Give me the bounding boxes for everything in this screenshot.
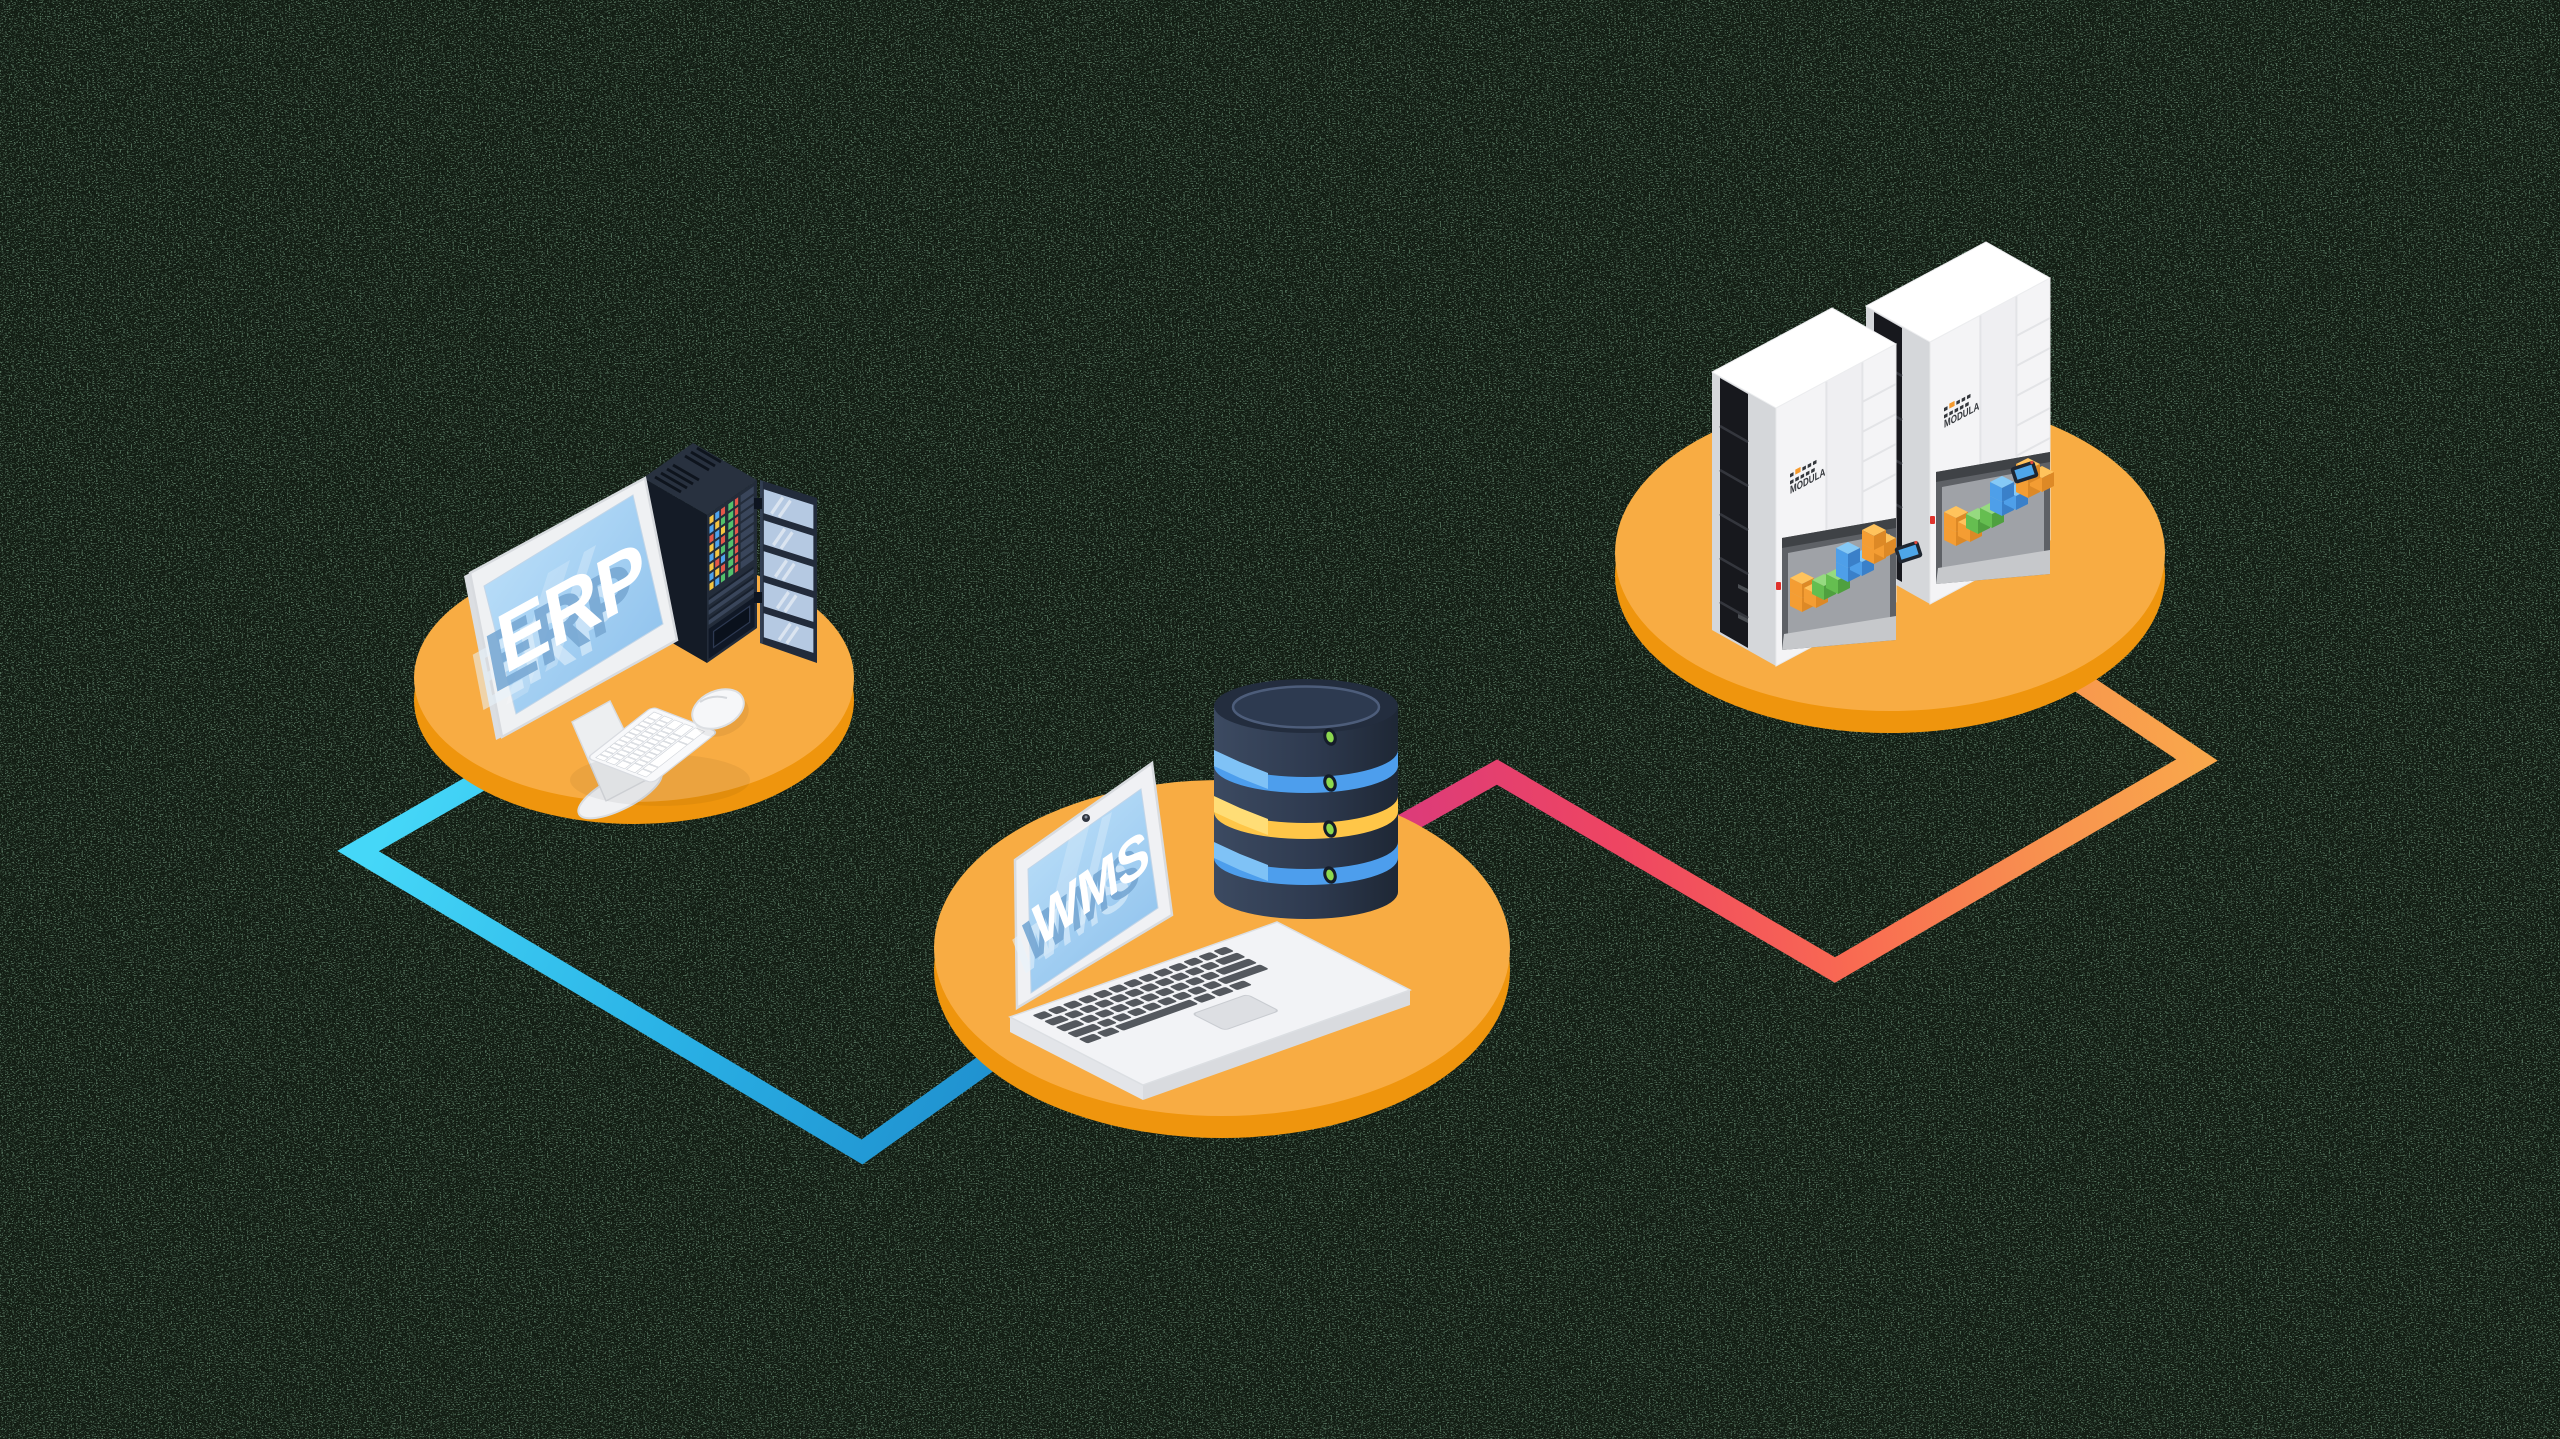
database-icon (1214, 679, 1398, 919)
vlm-node: MODULA (1615, 241, 2165, 733)
link-erp-to-wms (337, 748, 1054, 1165)
status-led-red (1930, 516, 1935, 524)
rack-top-vents (654, 446, 722, 494)
tower-lift-shelves (1719, 424, 1749, 620)
screen-shine (1038, 823, 1090, 960)
erp-node: ERP ERP ERP (414, 443, 854, 824)
database-band-highlight (1214, 842, 1268, 881)
rack-led-panel (708, 486, 755, 659)
tower-top (1864, 241, 2052, 343)
monitor-side-edge (464, 573, 502, 740)
database-leds (1323, 728, 1337, 884)
status-led-red (1776, 582, 1781, 590)
control-panel-screen (1898, 544, 1919, 560)
vlm-tower-left: MODULA (1710, 307, 1923, 667)
laptop-keys-and-trackpad (1033, 947, 1278, 1044)
tower-lift-window (1720, 378, 1748, 648)
rack-top (643, 443, 757, 515)
laptop-deck (1008, 921, 1412, 1086)
link-erp-wms-path (337, 748, 1054, 1165)
tower-vent (1738, 614, 1748, 623)
wms-node: WMS WMS WMS (934, 679, 1510, 1138)
server-rack-icon (643, 443, 817, 663)
tower-opening (1936, 452, 2054, 584)
keyboard-icon (588, 707, 717, 783)
monitor-screen (483, 494, 664, 715)
rack-door-hinge (754, 498, 762, 509)
laptop-keys (1033, 947, 1268, 1044)
control-panel (2010, 460, 2039, 484)
opening-top-shadow (1936, 452, 2050, 482)
mouse-icon (691, 688, 749, 737)
tower-opening (1782, 518, 1896, 650)
database-band-highlight (1214, 796, 1268, 835)
database-lid-inner (1231, 685, 1381, 729)
wms-laptop-icon: WMS WMS WMS (1008, 760, 1412, 1100)
rack-base-panel (708, 596, 755, 659)
laptop-screen (1027, 788, 1159, 994)
rack-drive-slats (708, 566, 754, 625)
link-wms-vlm-path (1349, 638, 2218, 983)
opening-tray (1936, 550, 2050, 584)
laptop-webcam-dot (1084, 815, 1088, 819)
control-panel-screen (2014, 464, 2035, 480)
control-panel (1894, 540, 1923, 564)
tower-vent (1738, 584, 1748, 593)
screen-shine (506, 560, 570, 705)
rack-door-glass-panes (760, 480, 814, 653)
mouse-seam (699, 695, 728, 703)
opening-tray (1782, 616, 1896, 650)
laptop-side-left (1010, 1017, 1143, 1100)
keyboard-keys (595, 711, 706, 778)
rack-open-door (754, 480, 817, 663)
rack-door-hinge (754, 592, 762, 603)
rack-led-rows (709, 486, 754, 591)
tower-top (1710, 307, 1898, 409)
screen-shine (545, 545, 596, 672)
database-band-highlight (1214, 750, 1268, 789)
link-wms-to-vlm (1349, 638, 2218, 983)
laptop-trackpad (1193, 994, 1278, 1030)
screen-shine (1075, 812, 1112, 930)
opening-top-shadow (1782, 518, 1896, 548)
laptop-side-front (1143, 990, 1410, 1100)
vlm-tower-right: MODULA (1864, 241, 2054, 605)
